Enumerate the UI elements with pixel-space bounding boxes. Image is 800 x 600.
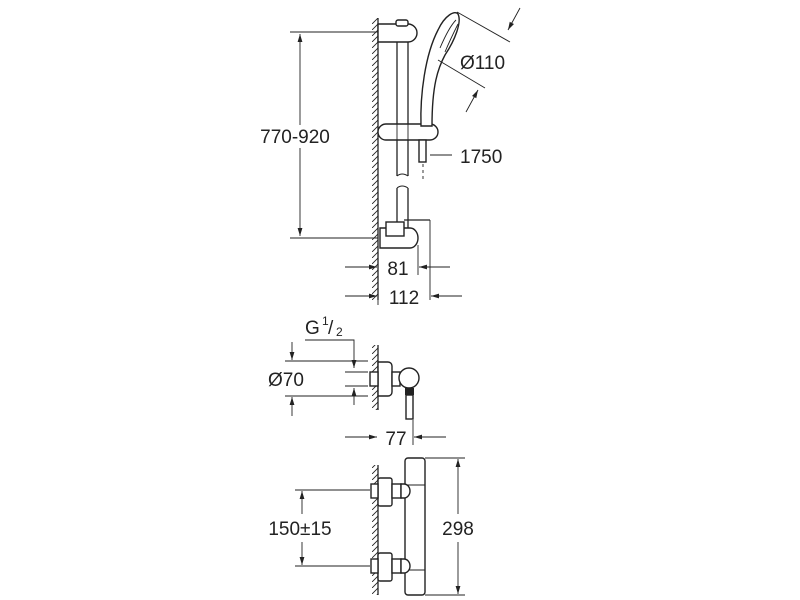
dimension-handshower-diameter: Ø110 [437,7,521,113]
upper-connection [370,477,411,507]
wall-hatch [372,18,378,300]
height-range-label: 770-920 [260,127,330,148]
thread-label: G [305,318,320,339]
hose-length-label: 1750 [460,147,502,168]
thread-denominator: 2 [336,325,343,339]
thread-numerator: 1 [322,314,329,328]
dimension-depth-total: 112 [345,288,462,309]
projection-label: 77 [385,429,406,450]
depth-rail-label: 81 [387,259,408,280]
thermostat-body [398,367,420,389]
outlet [405,394,414,420]
dimension-height: 770-920 [260,31,378,239]
shower-rail-set: 770-920 Ø110 1750 81 112 [260,7,521,309]
rail [396,38,409,232]
centre-distance-label: 150±15 [268,519,331,540]
escutcheon-diameter-label: Ø70 [268,370,304,391]
top-bracket [377,23,418,43]
thermostat-front-view: 150±15 298 [268,457,474,596]
soap-dish-holder [385,221,405,237]
escutcheon [377,361,393,397]
hose-connector [418,139,427,163]
thermostat-side-view: G 1 / 2 Ø70 77 [268,314,446,450]
handshower-diameter-label: Ø110 [460,53,505,74]
top-cap [395,19,409,27]
dimension-hose-length: 1750 [430,147,502,168]
thermostat-bar [404,457,426,596]
eccentric [369,371,379,387]
rail-break [396,173,409,189]
body-length-label: 298 [442,519,474,540]
svg-text:/: / [328,318,334,339]
dimension-depth-rail: 81 [345,250,450,305]
depth-total-label: 112 [389,288,419,309]
lower-connection [370,552,411,582]
